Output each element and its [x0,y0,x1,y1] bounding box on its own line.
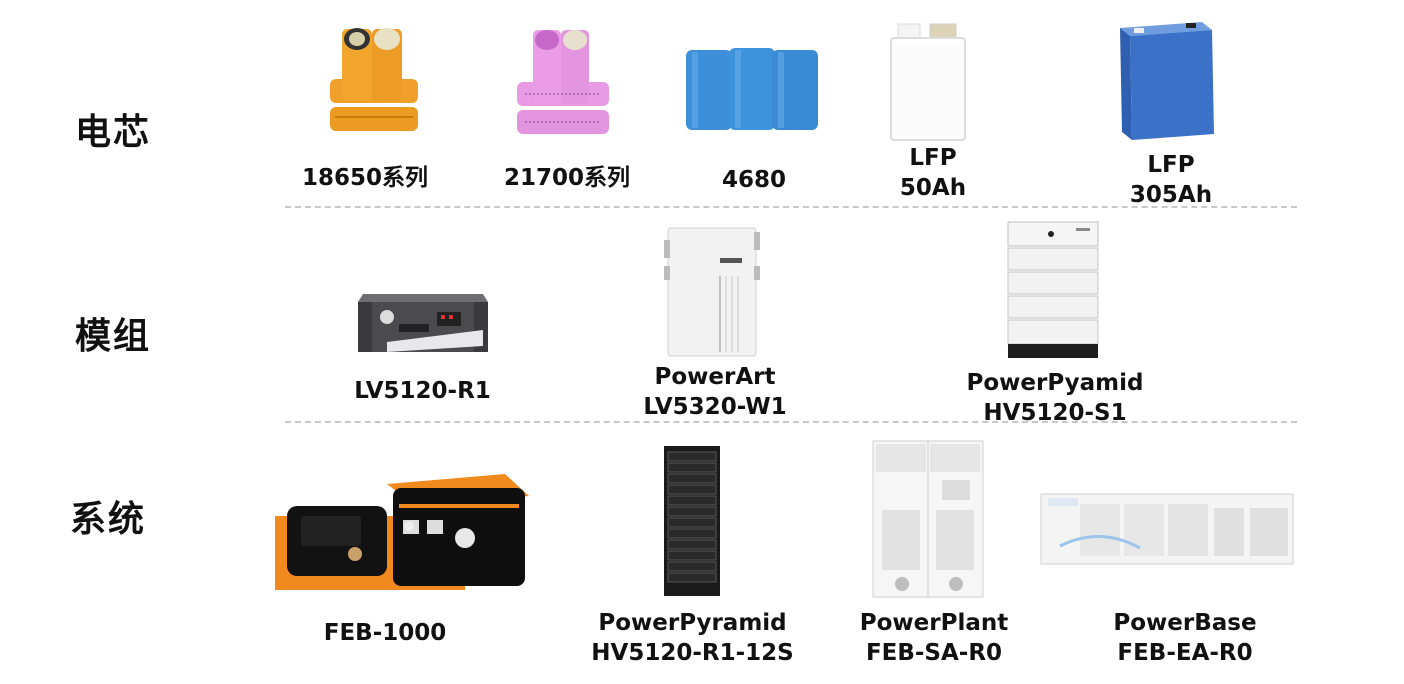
cell-18650-image [330,28,418,131]
system-powerbase-image [1040,493,1294,565]
divider-bottom [285,421,1297,423]
row-label-cells: 电芯 [75,112,152,153]
caption-21700: 21700系列 [503,165,631,191]
caption-18650: 18650系列 [301,165,429,191]
cell-21700-image [517,30,609,134]
caption-lv5120: LV5120-R1 [354,378,491,404]
system-pyramid-12s-image [664,446,720,596]
caption-feb1000: FEB-1000 [323,620,447,646]
cell-lfp50-image [890,23,966,141]
row-label-modules: 模组 [75,316,152,357]
module-pyramid-s1-image [1007,221,1099,358]
system-powerplant-image [872,440,984,598]
module-lv5120-image [358,294,488,352]
divider-top [285,206,1297,208]
row-label-systems: 系统 [70,499,147,540]
cell-lfp305-image [1120,22,1214,140]
module-powerart-image [664,227,760,357]
system-feb1000-image [275,474,529,590]
cell-4680-image [686,48,818,130]
caption-4680: 4680 [721,167,786,193]
